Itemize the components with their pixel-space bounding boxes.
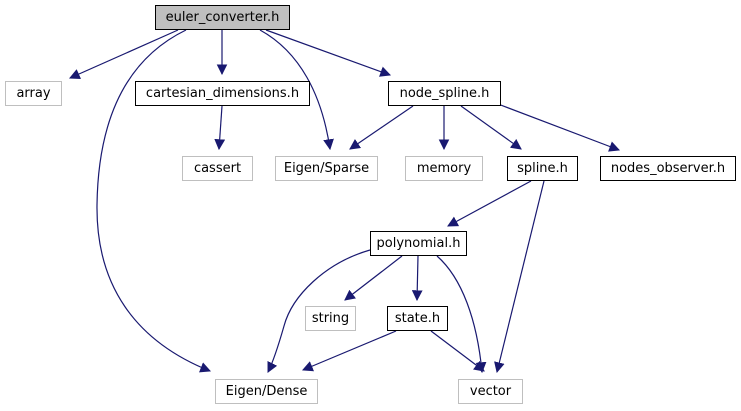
edge-polynomial-eigen_dense xyxy=(267,249,371,373)
edge-node_spline-nodes_observer xyxy=(497,103,621,152)
node-euler_converter: euler_converter.h xyxy=(155,5,290,30)
edge-state-eigen_dense xyxy=(302,330,397,372)
edge-spline-vector xyxy=(494,180,545,374)
node-cartesian_dimensions[interactable]: cartesian_dimensions.h xyxy=(135,81,310,106)
edge-node_spline-spline xyxy=(460,105,522,150)
node-state[interactable]: state.h xyxy=(387,306,448,331)
edge-state-vector xyxy=(430,330,485,372)
edge-euler_converter-eigen_sparse xyxy=(259,29,334,151)
node-eigen_dense: Eigen/Dense xyxy=(215,379,318,404)
node-spline[interactable]: spline.h xyxy=(507,156,578,181)
edge-spline-polynomial xyxy=(447,180,532,227)
node-polynomial[interactable]: polynomial.h xyxy=(370,231,467,256)
node-nodes_observer[interactable]: nodes_observer.h xyxy=(600,156,736,181)
edge-euler_converter-array xyxy=(69,29,179,79)
edge-euler_converter-node_spline xyxy=(265,29,392,77)
node-cassert: cassert xyxy=(182,156,253,181)
node-memory: memory xyxy=(405,156,483,181)
node-array: array xyxy=(5,81,62,106)
node-string: string xyxy=(305,306,356,331)
node-eigen_sparse: Eigen/Sparse xyxy=(275,156,378,181)
node-vector: vector xyxy=(458,379,523,404)
edge-polynomial-string xyxy=(344,255,403,301)
edge-node_spline-eigen_sparse xyxy=(349,105,414,150)
edge-polynomial-state xyxy=(411,255,423,302)
edge-euler_converter-eigen_dense xyxy=(96,29,212,373)
edge-cartesian_dimensions-cassert xyxy=(214,105,226,151)
edge-polynomial-vector xyxy=(436,255,487,374)
node-node_spline[interactable]: node_spline.h xyxy=(388,81,501,106)
